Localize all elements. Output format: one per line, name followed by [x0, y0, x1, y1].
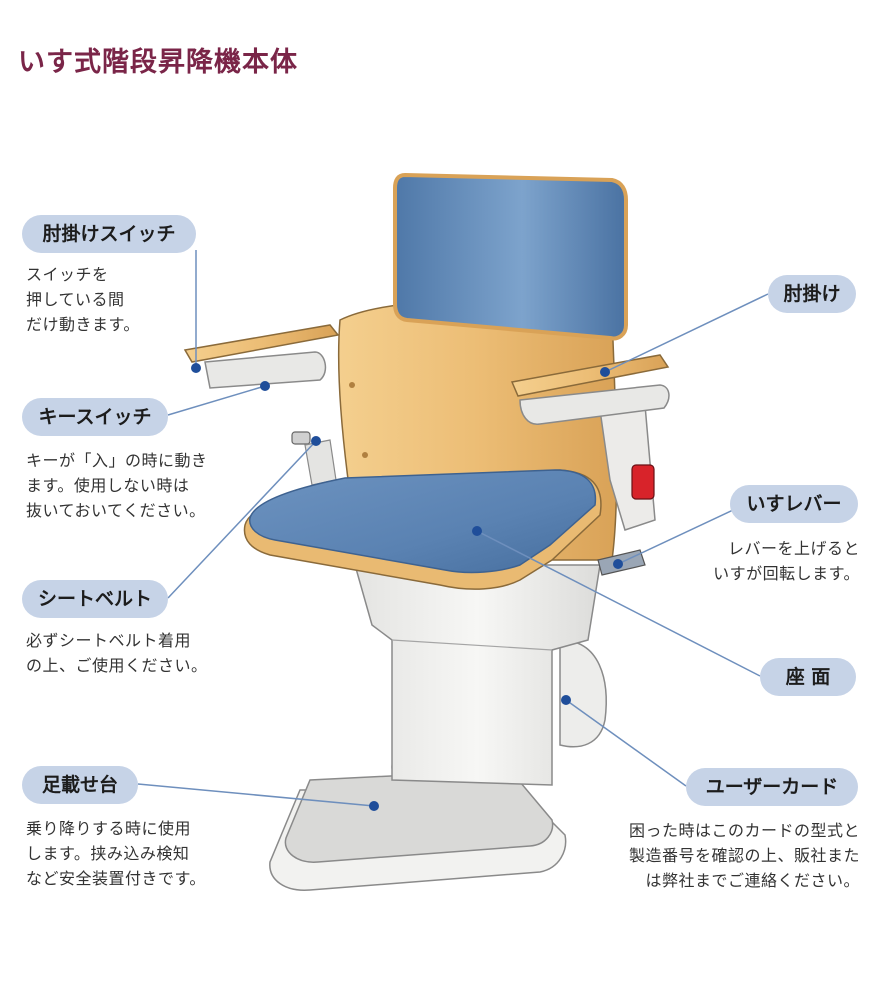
dot-armrest [600, 367, 610, 377]
dot-seat-surface [472, 526, 482, 536]
leader-seat-surface [476, 530, 761, 677]
callout-label-seatbelt: シートベルト [22, 580, 168, 618]
page-title: いす式階段昇降機本体 [18, 47, 298, 79]
anchor-dots [191, 363, 623, 811]
leader-seat-lever [617, 502, 749, 565]
leader-armrest [604, 293, 769, 373]
dot-footrest [369, 801, 379, 811]
callout-label-armrest-switch: 肘掛けスイッチ [22, 215, 196, 253]
callout-label-user-card: ユーザーカード [686, 768, 858, 806]
left-armrest-graphic [183, 324, 340, 389]
callout-desc-footrest: 乗り降りする時に使用 します。挟み込み検知 など安全装置付きです。 [26, 819, 206, 888]
dot-armrest-switch [191, 363, 201, 373]
callout-desc-user-card: 困った時はこのカードの型式と 製造番号を確認の上、販社また は弊社までご連絡くだ… [628, 821, 860, 890]
callout-desc-key-switch: キーが「入」の時に動き ます。使用しない時は 抜いておいてください。 [26, 451, 208, 520]
leader-seatbelt [167, 440, 317, 599]
leader-key-switch [167, 385, 266, 416]
callout-desc-seat-lever: レバーを上げると いすが回転します。 [713, 539, 860, 583]
callout-desc-seatbelt: 必ずシートベルト着用 の上、ご使用ください。 [26, 631, 208, 675]
callout-label-seat-lever: いすレバー [730, 485, 858, 523]
back-cushion [393, 172, 628, 341]
dot-user-card [561, 695, 571, 705]
callout-label-key-switch: キースイッチ [22, 398, 168, 436]
right-armrest-graphic [510, 354, 670, 576]
dot-seat-lever [613, 559, 623, 569]
rail-column [559, 639, 607, 748]
callout-label-armrest: 肘掛け [768, 275, 856, 313]
dot-seatbelt [311, 436, 321, 446]
leader-lines [137, 250, 769, 807]
callout-label-footrest: 足載せ台 [22, 766, 138, 804]
pedestal-graphic [354, 564, 601, 786]
key-switch-graphic [291, 431, 337, 486]
leader-user-card [565, 699, 687, 787]
callout-desc-armrest-switch: スイッチを 押している間 だけ動きます。 [26, 265, 140, 334]
leader-footrest [137, 783, 375, 807]
callout-label-seat-surface: 座 面 [760, 658, 856, 696]
dot-key-switch [260, 381, 270, 391]
